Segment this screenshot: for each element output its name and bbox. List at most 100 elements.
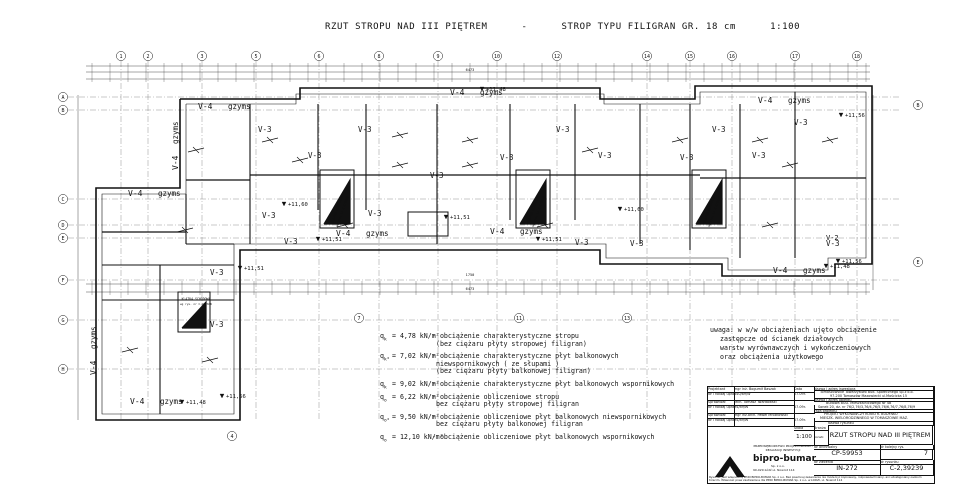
wall-label-v3: V-3 bbox=[284, 237, 298, 246]
tb-license-label: Nr i rodzaj uprawnień bbox=[708, 405, 735, 414]
drawing-scale: 1:100 bbox=[770, 22, 801, 32]
tb-drawing-no-label: Nr rysunku bbox=[880, 460, 934, 465]
load-note: uwaga: w w/w obciążeniach ujęto obciążen… bbox=[710, 326, 877, 362]
axis-left-bubble-circle bbox=[58, 105, 68, 115]
tb-investor: Tomaszowskie Towarzystwo Bud. Społeczneg… bbox=[814, 390, 934, 399]
cornice-label: gzyms bbox=[788, 96, 811, 105]
axis-left-bubble: A bbox=[61, 95, 64, 101]
tb-company-address: Sp. z o.o. 90-029 Łódź ul. Nowrot 114 bbox=[753, 464, 795, 472]
level-marker-icon bbox=[237, 265, 243, 271]
load-symbol: qo* bbox=[380, 412, 394, 425]
axis-left-bubble: F bbox=[61, 278, 64, 284]
stair-core bbox=[319, 169, 355, 229]
wall-label-v3: V-3 bbox=[630, 239, 644, 248]
tb-phase-line: MIESZK. WIELORODZINNEGO W TOMASZOWIE MAZ… bbox=[820, 416, 909, 420]
tb-object-line: Budowa BUD. Mieszkalnicowego Nr 4B bbox=[826, 401, 892, 405]
cornice-label: gzyms bbox=[520, 227, 543, 236]
axis-left-bubble: G bbox=[61, 318, 64, 324]
axis-top-bubble-circle bbox=[251, 51, 261, 61]
wall-label-v3: V-3 bbox=[598, 151, 612, 160]
span-tick bbox=[466, 136, 474, 144]
load-description: niewspornikowych ( ze słupami ) bbox=[436, 359, 560, 368]
tb-license: 94/89/W bbox=[734, 405, 795, 414]
span-tick bbox=[676, 136, 684, 144]
span-tick bbox=[396, 161, 404, 169]
axis-bottom-bubble: 11 bbox=[516, 316, 522, 322]
wall-label-v4: V-4 bbox=[490, 227, 505, 236]
load-symbol-sub: k* bbox=[383, 357, 390, 363]
tb-phase-line: PROJEKT WYKONAWCZY KONSTR. BUDYNKU bbox=[824, 412, 898, 416]
level-marker-icon bbox=[281, 201, 287, 207]
axis-top-bubble-circle bbox=[790, 51, 800, 61]
cornice-label: gzyms bbox=[228, 102, 251, 111]
axis-bottom-bubble-circle bbox=[622, 313, 632, 323]
axis-left-bubble-circle bbox=[58, 275, 68, 285]
span-tick bbox=[396, 131, 404, 139]
tb-checker: tech. Tomasz Twardowski bbox=[734, 400, 795, 406]
axis-bottom-bubble-circle bbox=[354, 313, 364, 323]
span-tick bbox=[126, 346, 134, 354]
stair-label: KLATKA SCHODOWA bbox=[182, 297, 211, 301]
dimension-overall-top: 6473 bbox=[466, 68, 475, 72]
wall-label-v4: V-4 bbox=[773, 266, 788, 275]
wall-label-v4: V-4 bbox=[171, 155, 180, 170]
level-marker-icon bbox=[479, 86, 485, 92]
wall-label-v3: V-3 bbox=[680, 153, 694, 162]
load-symbol-q: q bbox=[380, 379, 384, 388]
axis-top-bubble: 9 bbox=[436, 54, 439, 60]
tb-branch-label: Branża bbox=[814, 426, 829, 431]
tb-investor-label: Nazwa i adres inwestora bbox=[814, 387, 934, 391]
axis-top-bubble-circle bbox=[727, 51, 737, 61]
tb-date-label: Data bbox=[794, 387, 815, 393]
outer-wall bbox=[95, 85, 873, 421]
axis-top-bubble: 14 bbox=[644, 54, 650, 60]
axis-right-bubble-circle bbox=[913, 257, 923, 267]
load-description: bez ciężaru płyty stropowej filigran bbox=[436, 400, 579, 409]
load-list: qk= 4,78 kN/m²- obciążenie charakterysty… bbox=[380, 332, 710, 447]
load-description: - obciążenie obliczeniowe płyt balkonowy… bbox=[432, 412, 667, 421]
axis-bottom-bubble: 13 bbox=[624, 316, 630, 322]
tb-license: 94/89/W bbox=[734, 418, 795, 427]
span-tick bbox=[466, 161, 474, 169]
stair-core-fill bbox=[519, 177, 547, 225]
drawing-title-main: RZUT STROPU NAD III PIĘTREM bbox=[325, 22, 488, 32]
axis-left-bubble-circle bbox=[58, 194, 68, 204]
tb-date: 07.09r. bbox=[794, 392, 815, 401]
tb-checker: mgr inż.arch. Paweł Mrozkowski bbox=[734, 413, 795, 419]
tb-address-line: Sp. z o.o. bbox=[771, 464, 785, 468]
axis-left-bubble: E bbox=[61, 236, 64, 242]
tb-license-label: Nr i rodzaj uprawnień bbox=[708, 392, 735, 401]
cornice-label: gzyms bbox=[89, 326, 98, 349]
structural-walls bbox=[95, 85, 873, 421]
axis-right-bubble: B bbox=[916, 103, 919, 109]
tb-investor-line: 97-200 Tomaszów Mazowiecki ul.Mościcka 1… bbox=[830, 394, 907, 398]
span-tick bbox=[341, 221, 349, 229]
note-line: warstw wyrównawczych i wykończeniowych bbox=[720, 344, 871, 352]
level-marker-icon bbox=[219, 393, 225, 399]
note-line: zastępcze od ścianek działowych bbox=[720, 335, 844, 343]
dimension-mid: 1750 bbox=[466, 273, 475, 277]
axis-top-bubble: 6 bbox=[317, 54, 320, 60]
load-symbol-sub: k bbox=[383, 385, 387, 391]
tb-object-line: Sonek 20, dz. nr 76/2,76/3,76/4,76/5,76/… bbox=[818, 405, 916, 409]
tb-license-label: Nr i rodzaj uprawnień bbox=[708, 418, 735, 427]
axis-top-bubble: 3 bbox=[200, 54, 203, 60]
load-symbol-q: q bbox=[380, 412, 384, 421]
wall-label-v3: V-3 bbox=[826, 239, 840, 248]
tb-license: 340/89/W bbox=[734, 392, 795, 401]
axis-top-bubble-circle bbox=[197, 51, 207, 61]
tb-checker-label: Sprawdzał bbox=[708, 400, 735, 406]
load-description: - obciążenie obliczeniowe płyt balkonowy… bbox=[432, 432, 655, 441]
load-symbol-q: q bbox=[380, 432, 384, 441]
axis-left-bubble-circle bbox=[58, 220, 68, 230]
level-marker-icon bbox=[443, 214, 449, 220]
axis-top-bubble: 10 bbox=[494, 54, 500, 60]
load-description: bez ciężaru płyty balkonowej filigran bbox=[436, 420, 583, 429]
wall-label-v4: V-4 bbox=[336, 229, 351, 238]
axis-top-bubble-circle bbox=[492, 51, 502, 61]
note-line: oraz obciążenia użytkowego bbox=[720, 353, 824, 361]
stair-core-fill bbox=[181, 300, 207, 329]
stair-sublabel: wg rys. nr C-2/2846 bbox=[180, 302, 212, 306]
